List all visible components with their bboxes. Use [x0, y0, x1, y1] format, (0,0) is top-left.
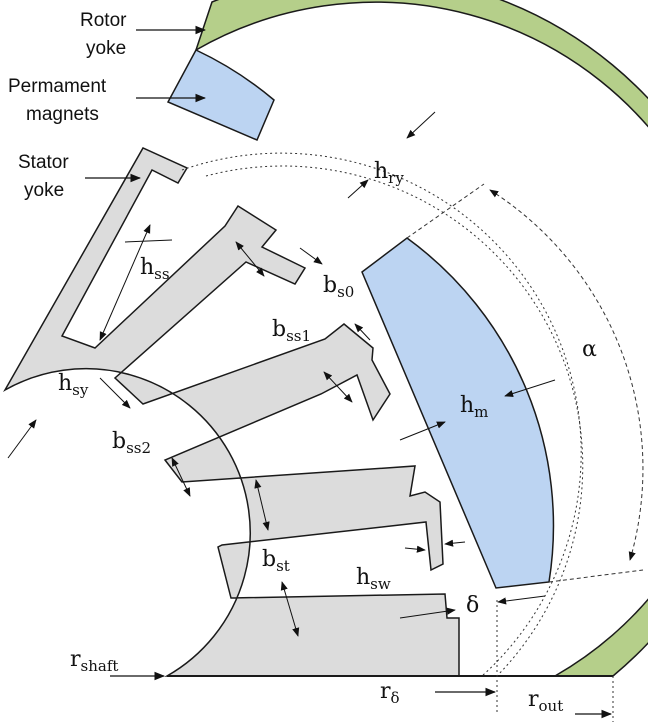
h-m-arrow-lower	[504, 379, 556, 397]
b-s0-arrow2	[354, 323, 371, 341]
alpha-label: α	[582, 337, 597, 362]
delta-arrow-right	[497, 595, 546, 605]
b-s0-arrow	[299, 247, 323, 265]
h-sw-arrow2	[444, 539, 466, 547]
rotor-yoke-label-line2: yoke	[86, 38, 126, 59]
h-m-label: hm	[460, 393, 488, 421]
delta-arrow-left	[399, 607, 456, 619]
b-ss2-label: bss2	[112, 429, 151, 457]
h-ry-arrow-outer	[406, 111, 436, 139]
alpha-ray-upper	[406, 183, 485, 239]
b-ss1-label: bss1	[272, 317, 311, 345]
h-ss-arrow	[99, 224, 151, 341]
permanent-magnet-lower	[361, 237, 555, 589]
r-delta-label: rδ	[380, 679, 400, 707]
rotor-yoke-label-line1: Rotor	[80, 10, 127, 31]
magnets-label-line2: magnets	[26, 104, 99, 125]
permanent-magnet-upper	[166, 49, 275, 141]
alpha-ray-lower	[548, 569, 644, 583]
r-shaft-label: rshaft	[70, 647, 118, 675]
rotor-yoke-band	[194, 0, 648, 677]
b-ss1-arrow2	[323, 371, 353, 403]
b-st-arrow	[254, 479, 270, 531]
h-sy-arrow2	[99, 377, 131, 409]
stator-yoke-label-line1: Stator	[18, 152, 69, 173]
h-sw-arrow	[404, 545, 426, 553]
b-st-arrow2	[280, 581, 300, 637]
h-m-arrow-upper	[399, 421, 446, 441]
r-out-label: rout	[528, 687, 563, 715]
h-sy-arrow	[7, 419, 37, 459]
magnets-label-line1: Permament	[8, 76, 107, 97]
stator-core	[3, 147, 460, 677]
b-ss2-arrow	[171, 457, 191, 497]
h-sy-label: hsy	[58, 371, 89, 399]
delta-label: δ	[466, 593, 479, 618]
h-ry-arrow-inner	[347, 179, 369, 199]
stator-yoke-label-line2: yoke	[24, 180, 64, 201]
b-s0-label: bs0	[323, 273, 354, 301]
h-ry-label: hry	[374, 159, 404, 187]
h-sw-label: hsw	[356, 565, 391, 593]
h-ss-label: hss	[140, 255, 170, 283]
b-st-label: bst	[262, 547, 290, 575]
b-ss1-arrow	[235, 241, 265, 277]
h-ss-arrow-upper	[124, 239, 173, 243]
alpha-arc	[489, 189, 644, 561]
